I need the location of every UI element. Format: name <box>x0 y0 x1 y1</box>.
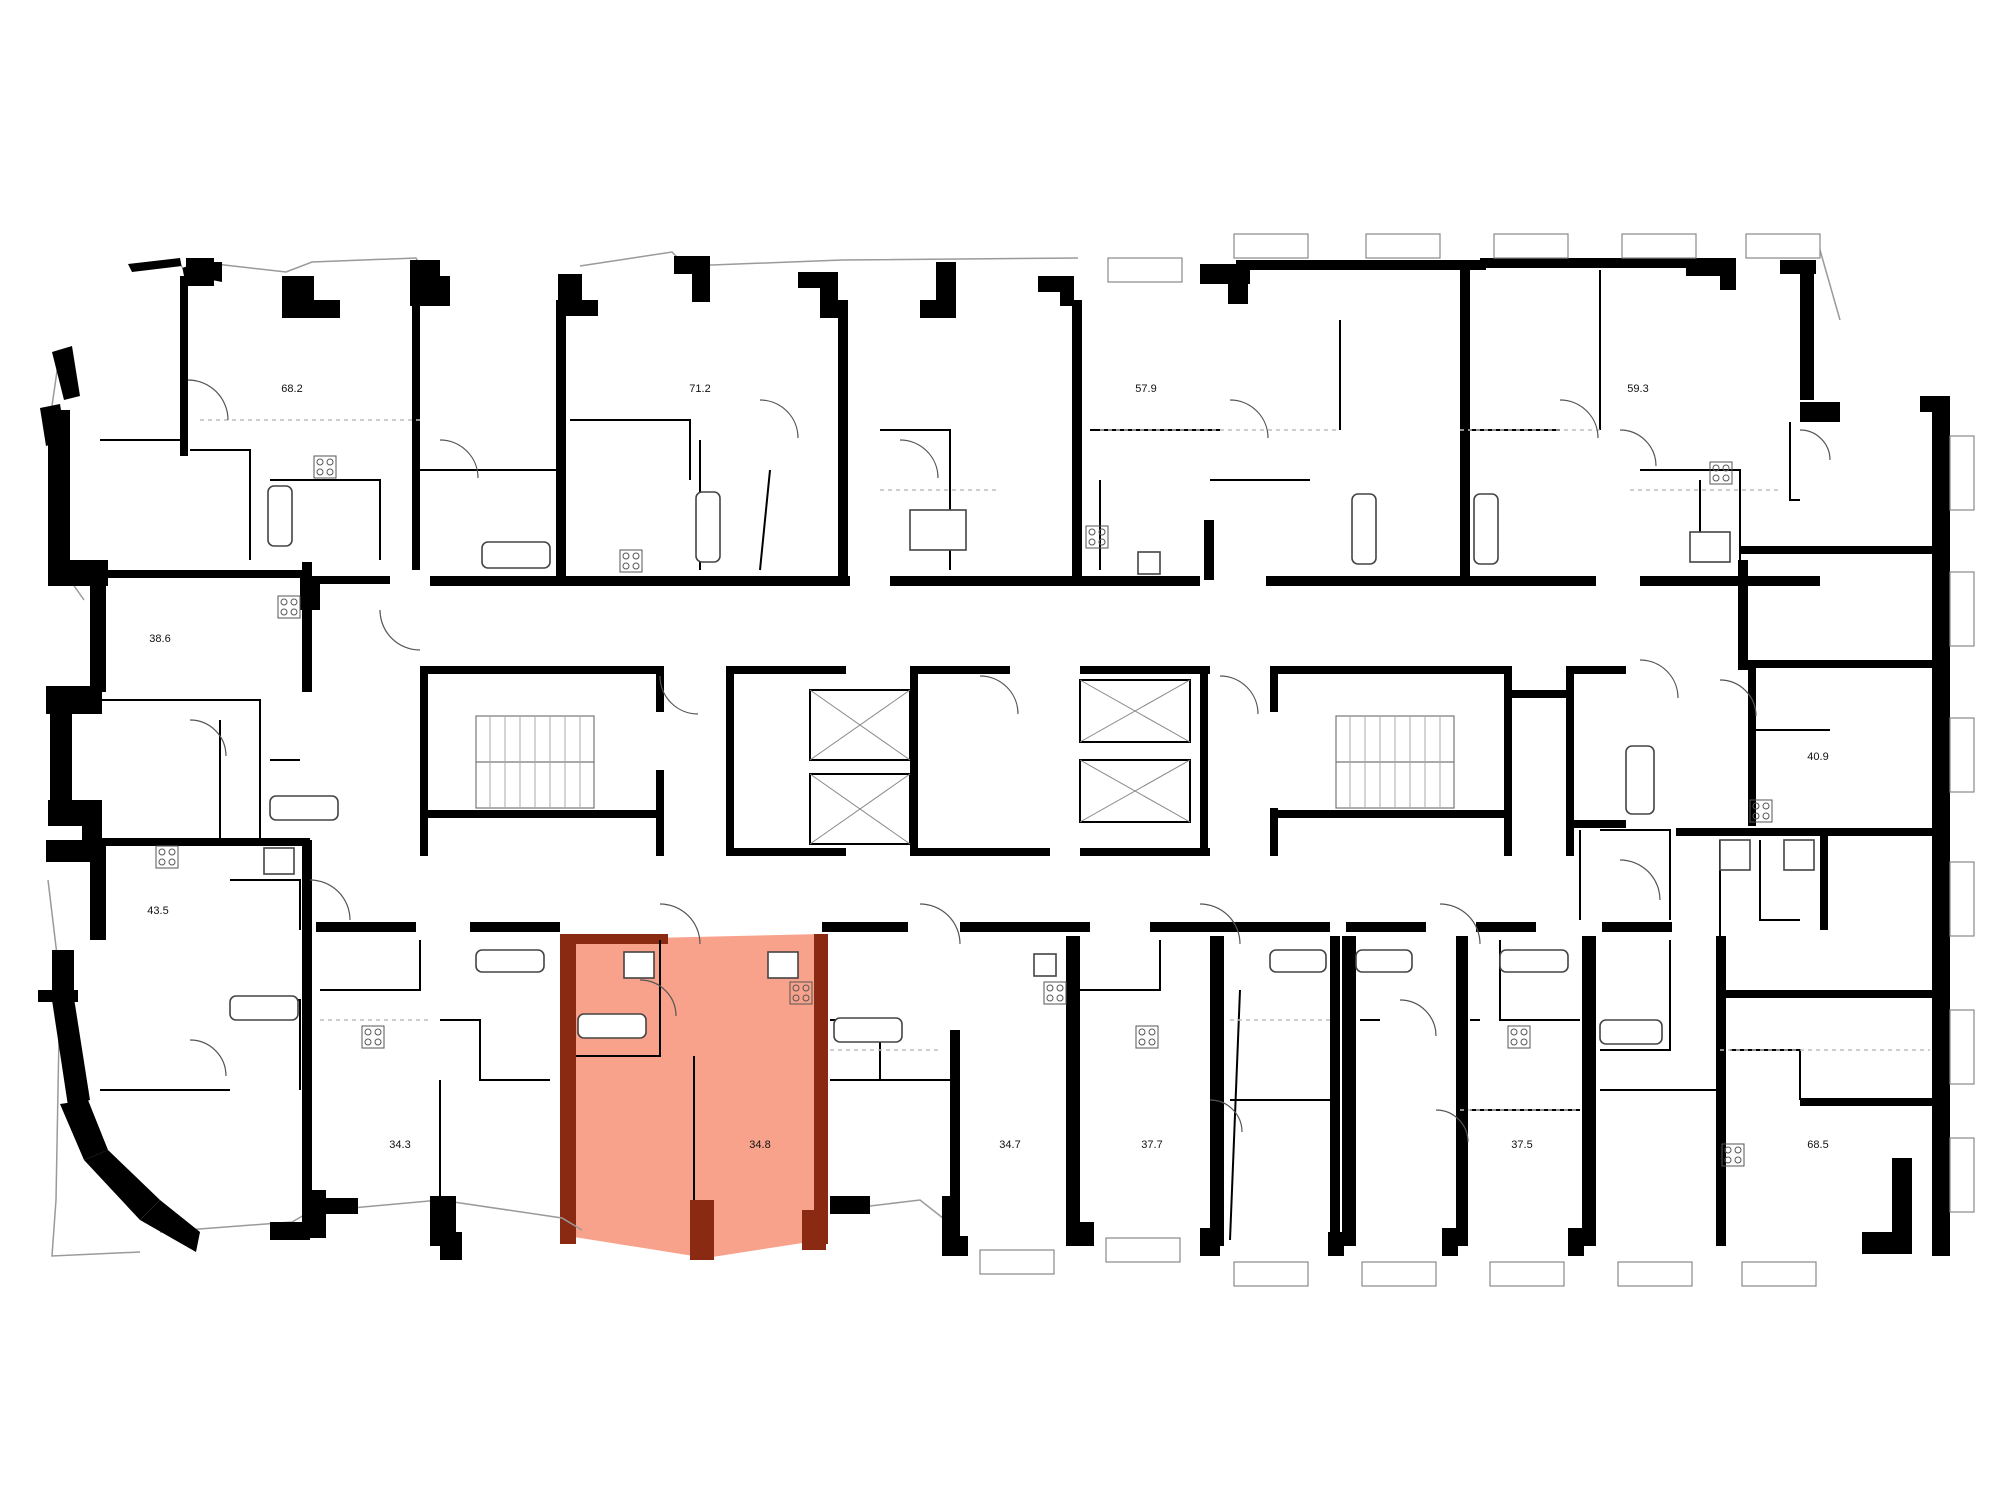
apartment-area-label[interactable]: 37.7 <box>1141 1139 1162 1151</box>
apartment-area-label[interactable]: 34.8 <box>749 1139 770 1151</box>
apartment-labels: 68.2 71.2 57.9 59.3 38.6 40.9 43.5 34.3 … <box>147 383 1828 1151</box>
bathroom-fixtures <box>229 485 1815 1045</box>
door-swings <box>187 379 1831 1143</box>
apartment-area-label[interactable]: 34.7 <box>999 1139 1020 1151</box>
zone-lines <box>200 419 1930 1111</box>
structural-walls <box>38 256 1950 1260</box>
interior-walls <box>100 262 1946 1246</box>
ac-units <box>979 233 1975 1287</box>
apartment-area-label[interactable]: 43.5 <box>147 905 168 917</box>
apartment-area-label[interactable]: 57.9 <box>1135 383 1156 395</box>
apartment-area-label[interactable]: 59.3 <box>1627 383 1648 395</box>
stove-icons <box>155 455 1773 1167</box>
apartment-area-label[interactable]: 40.9 <box>1807 751 1828 763</box>
lift-shafts <box>809 679 1191 845</box>
apartment-area-label[interactable]: 68.5 <box>1807 1139 1828 1151</box>
apartment-area-label[interactable]: 37.5 <box>1511 1139 1532 1151</box>
apartment-area-label[interactable]: 68.2 <box>281 383 302 395</box>
apartment-area-label[interactable]: 71.2 <box>689 383 710 395</box>
apartment-area-label[interactable]: 34.3 <box>389 1139 410 1151</box>
apartment-area-label[interactable]: 38.6 <box>149 633 170 645</box>
stair-core-left <box>475 715 595 809</box>
stair-core-right <box>1335 715 1455 809</box>
